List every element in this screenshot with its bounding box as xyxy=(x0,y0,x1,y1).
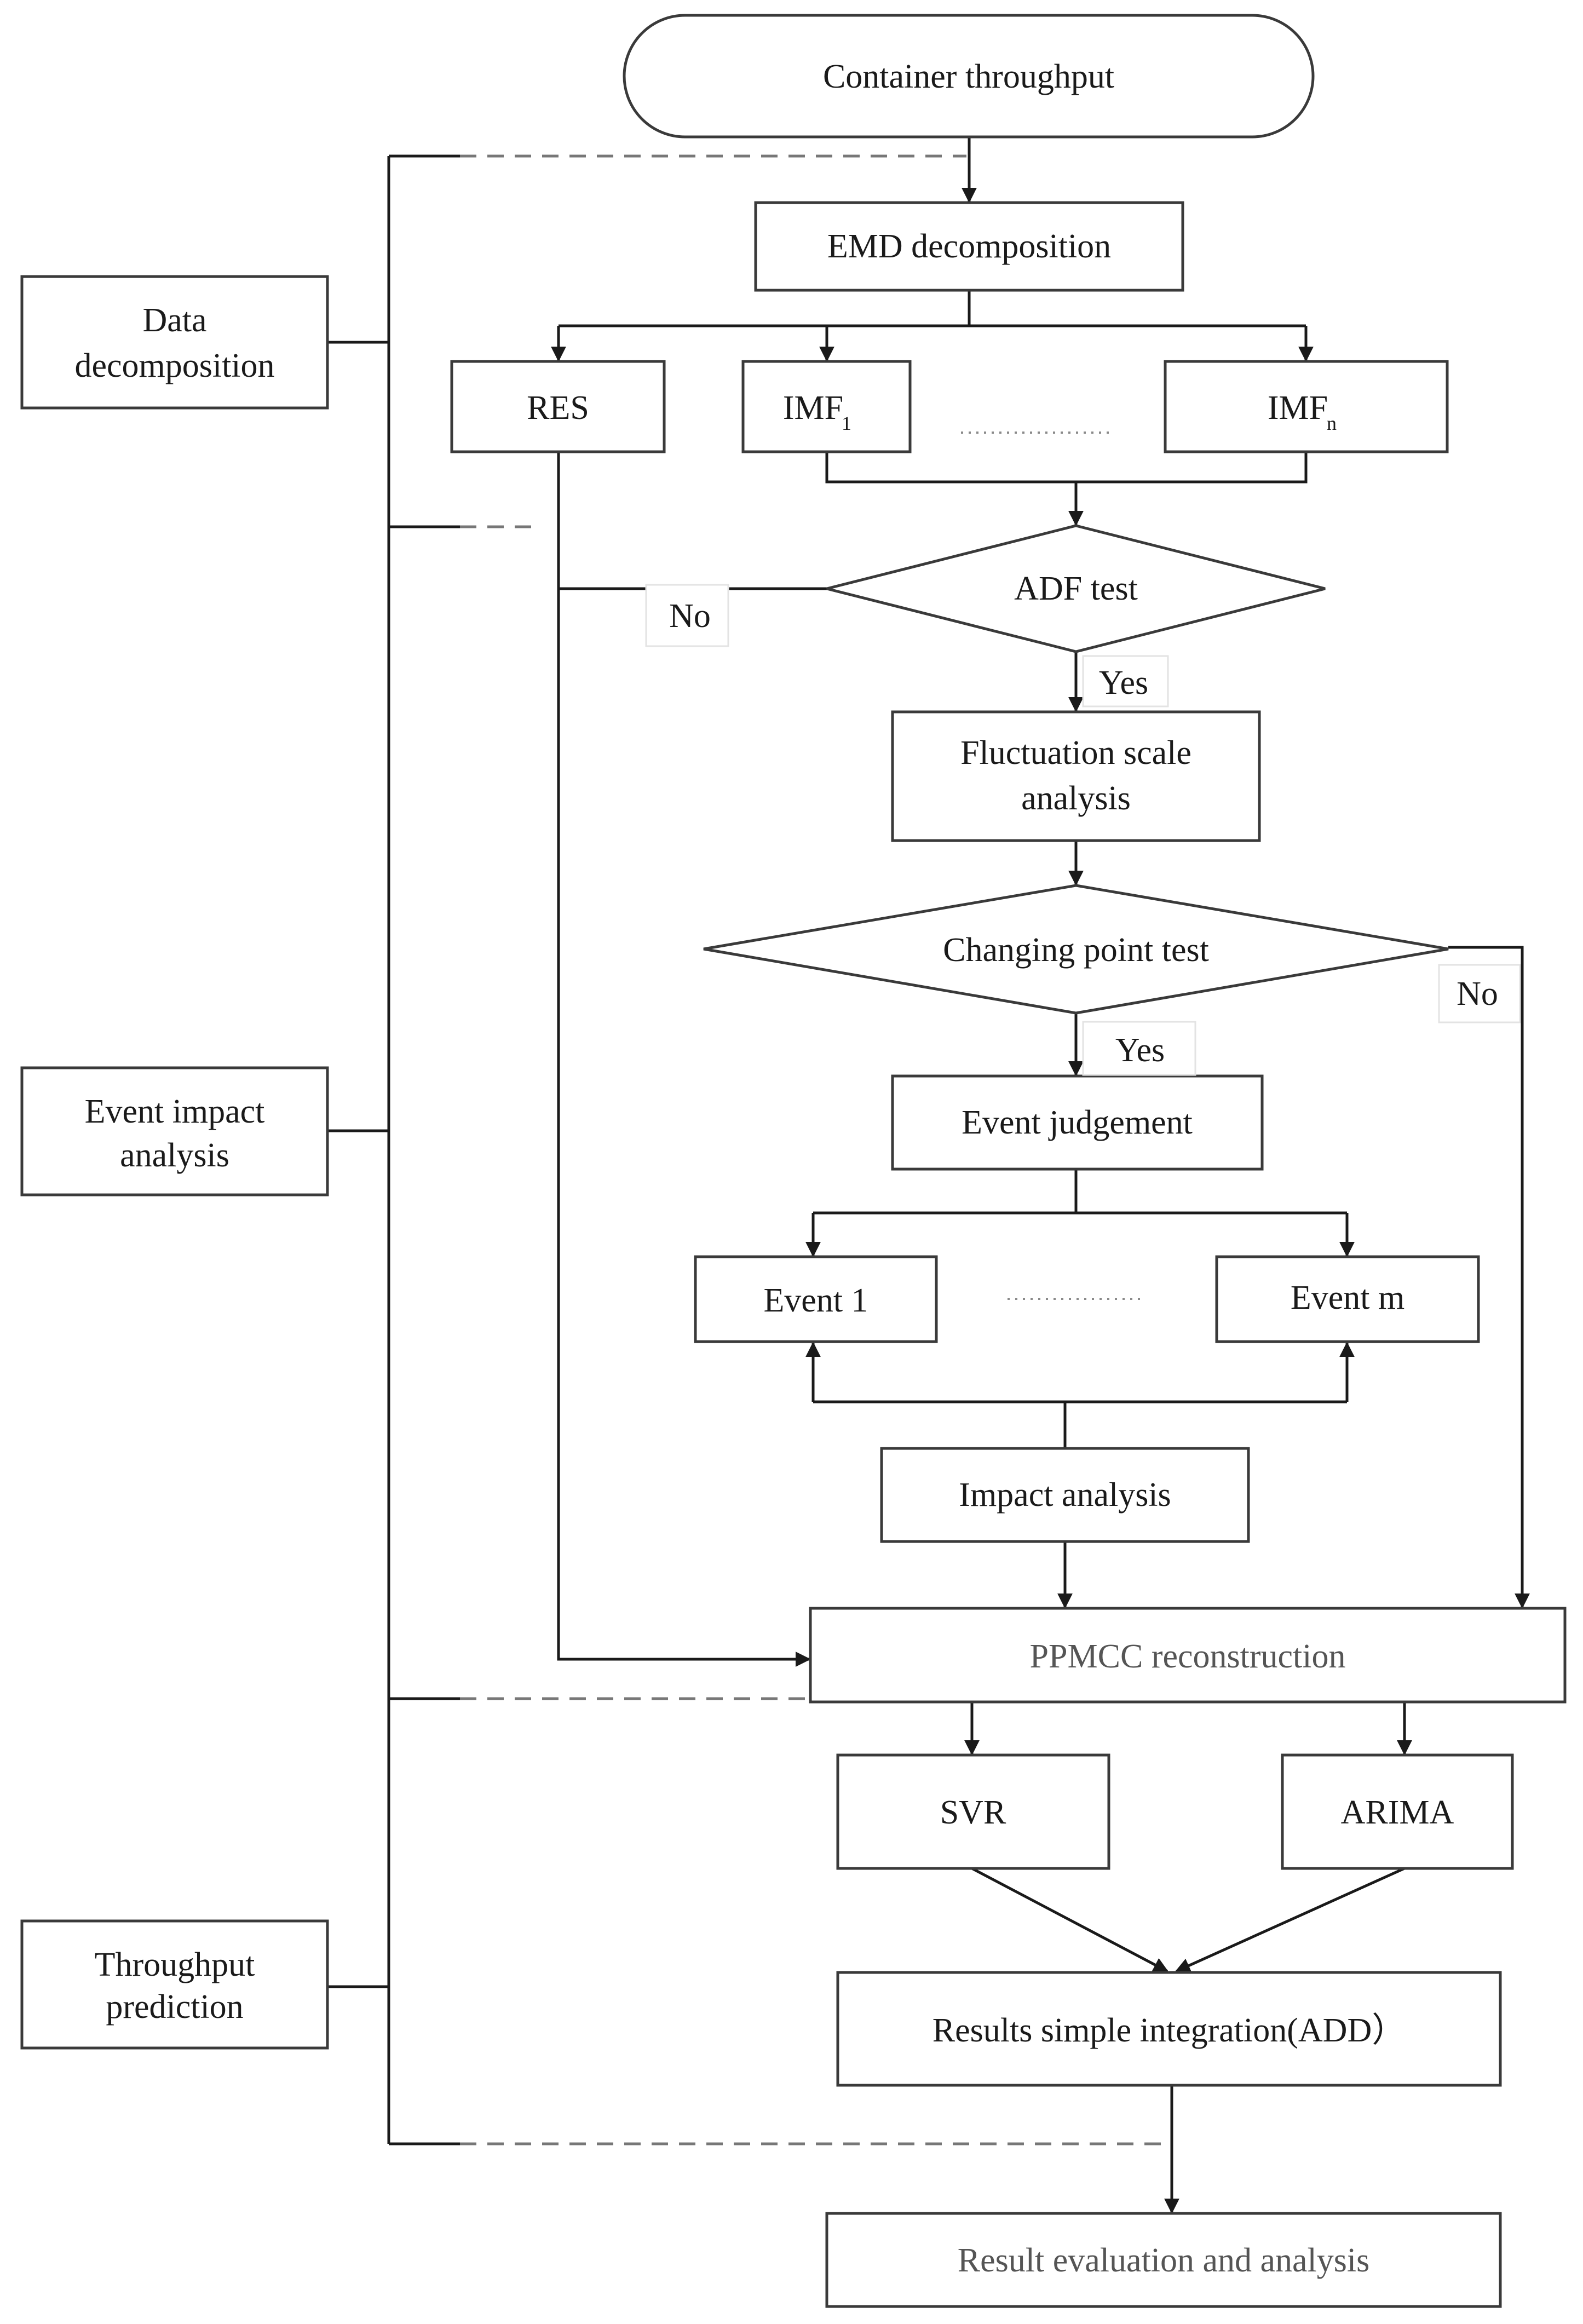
event-impact-box xyxy=(20,1066,329,1196)
event-1-box xyxy=(694,1255,938,1343)
edge-svr-to-results xyxy=(971,1867,1169,1973)
event-m-label: Event m xyxy=(1291,1279,1404,1316)
cpt-no-label-box xyxy=(1438,964,1521,1023)
imf-1-box xyxy=(741,360,912,453)
event-impact-line2: analysis xyxy=(120,1137,229,1174)
node-changing-point-test: Changing point test xyxy=(703,884,1449,1015)
node-emd-decomposition: EMD decomposition xyxy=(754,201,1184,292)
arima-label: ARIMA xyxy=(1341,1794,1454,1831)
container-throughput-label: Container throughput xyxy=(823,58,1114,95)
node-ppmcc-reconstruction: PPMCC reconstruction xyxy=(809,1607,1567,1704)
imf-n-box xyxy=(1164,360,1449,453)
node-arima: ARIMA xyxy=(1281,1753,1514,1870)
adf-no-label-box xyxy=(645,584,729,647)
res-label: RES xyxy=(527,389,589,427)
edge-label-adf-yes: Yes xyxy=(1082,655,1169,707)
impact-analysis-label: Impact analysis xyxy=(959,1476,1171,1514)
imf-n-label: IMF xyxy=(1268,389,1328,427)
throughput-prediction-box xyxy=(20,1919,329,2050)
edge-label-adf-no: No xyxy=(645,584,729,647)
adf-diamond xyxy=(826,524,1326,653)
adf-no-label: No xyxy=(669,597,711,635)
stage-event-impact-analysis: Event impact analysis xyxy=(20,1066,329,1196)
edge-label-cpt-no: No xyxy=(1438,964,1521,1023)
event-judgement-label: Event judgement xyxy=(962,1104,1193,1141)
edge-imf-merge xyxy=(825,452,1308,484)
node-event-judgement: Event judgement xyxy=(891,1074,1264,1171)
imf-n-subscript: n xyxy=(1327,412,1337,434)
node-fluctuation-scale-analysis: Fluctuation scale analysis xyxy=(891,710,1261,842)
changing-point-label: Changing point test xyxy=(943,931,1209,969)
data-decomposition-line2: decomposition xyxy=(74,347,274,384)
node-results-simple-integration: Results simple integration(ADD） xyxy=(836,1971,1502,2087)
node-event-1: Event 1 xyxy=(694,1255,938,1343)
event-1-label: Event 1 xyxy=(763,1282,868,1319)
adf-yes-label: Yes xyxy=(1099,664,1148,701)
edge-label-cpt-yes: Yes xyxy=(1082,1021,1196,1076)
arima-box xyxy=(1281,1753,1514,1870)
data-decomposition-line1: Data xyxy=(142,302,206,339)
adf-yes-label-box xyxy=(1082,655,1169,707)
node-result-evaluation: Result evaluation and analysis xyxy=(825,2212,1502,2308)
svr-label: SVR xyxy=(940,1794,1006,1831)
res-box xyxy=(450,360,666,453)
adf-label: ADF test xyxy=(1014,570,1138,607)
result-evaluation-label: Result evaluation and analysis xyxy=(958,2242,1369,2279)
cpt-no-label: No xyxy=(1457,975,1498,1013)
ppmcc-box xyxy=(809,1607,1567,1704)
data-decomposition-box xyxy=(20,275,329,410)
node-imf-1: IMF 1 xyxy=(741,360,912,453)
cpt-yes-label: Yes xyxy=(1115,1032,1165,1069)
node-container-throughput: Container throughput xyxy=(623,14,1315,139)
connectors xyxy=(327,137,1530,2214)
cpt-yes-label-box xyxy=(1082,1021,1196,1076)
edge-arima-to-results xyxy=(1175,1867,1406,1973)
terminal-shape xyxy=(623,14,1315,139)
emd-label: EMD decomposition xyxy=(827,228,1111,265)
node-impact-analysis: Impact analysis xyxy=(880,1447,1250,1543)
throughput-prediction-line1: Throughput xyxy=(95,1946,255,1983)
result-evaluation-box xyxy=(825,2212,1502,2308)
stage-throughput-prediction: Throughput prediction xyxy=(20,1919,329,2050)
node-svr: SVR xyxy=(836,1753,1110,1870)
emd-box xyxy=(754,201,1184,292)
edge-cpt-no xyxy=(1448,946,1530,1609)
event-judgement-box xyxy=(891,1074,1264,1171)
event-impact-line1: Event impact xyxy=(85,1093,265,1130)
impact-analysis-box xyxy=(880,1447,1250,1543)
node-event-m: Event m xyxy=(1215,1255,1480,1343)
imf-1-subscript: 1 xyxy=(842,412,851,434)
node-adf-test: ADF test xyxy=(826,524,1326,653)
changing-point-diamond xyxy=(703,884,1449,1015)
node-imf-n: IMF n xyxy=(1164,360,1449,453)
fluctuation-label-line2: analysis xyxy=(1021,780,1131,817)
fluctuation-label-line1: Fluctuation scale xyxy=(960,734,1191,772)
edge-res-to-ppmcc xyxy=(557,452,811,1667)
results-integration-label: Results simple integration(ADD） xyxy=(932,2012,1406,2049)
results-integration-box xyxy=(836,1971,1502,2087)
throughput-prediction-line2: prediction xyxy=(106,1988,243,2026)
svr-box xyxy=(836,1753,1110,1870)
fluctuation-box xyxy=(891,710,1261,842)
event-m-box xyxy=(1215,1255,1480,1343)
imf-1-label: IMF xyxy=(783,389,843,427)
ppmcc-label: PPMCC reconstruction xyxy=(1030,1638,1346,1675)
stage-data-decomposition: Data decomposition xyxy=(20,275,329,410)
node-res: RES xyxy=(450,360,666,453)
